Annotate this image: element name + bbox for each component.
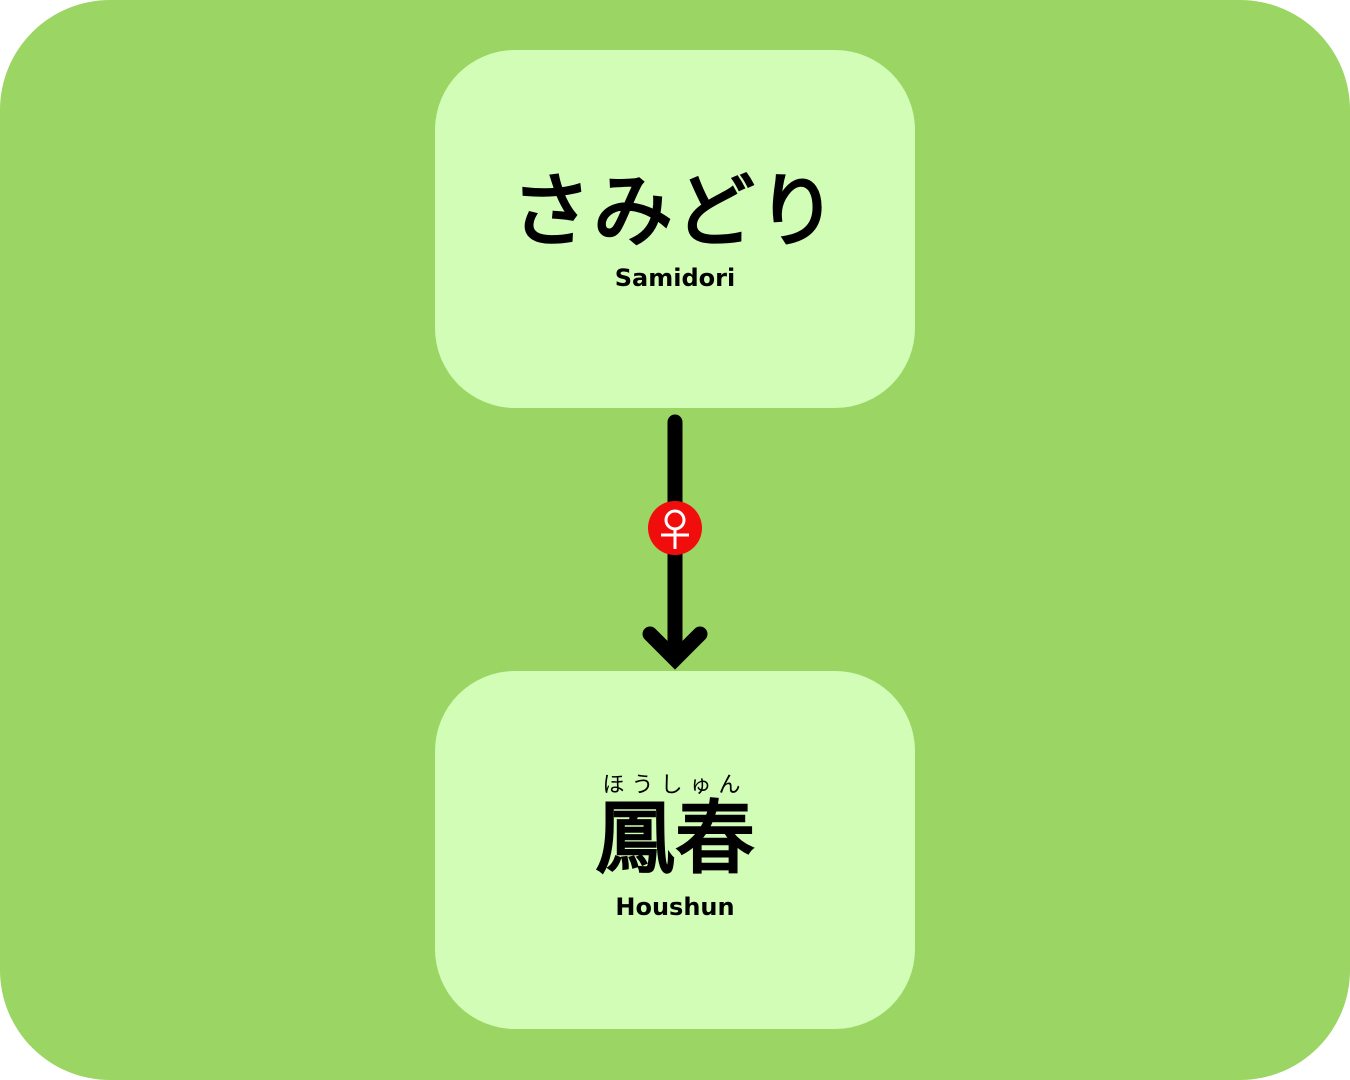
node-houshun: ほうしゅん 鳳春 Houshun: [435, 671, 915, 1029]
node-ruby: ほうしゅん: [602, 773, 748, 798]
node-romaji: Houshun: [615, 893, 735, 921]
node-samidori: さみどり Samidori: [435, 50, 915, 408]
node-name: 鳳春: [595, 792, 755, 885]
female-symbol-icon: [648, 501, 702, 555]
node-name: さみどり: [511, 165, 839, 258]
arrow-head: [642, 626, 708, 670]
node-romaji: Samidori: [614, 264, 736, 292]
